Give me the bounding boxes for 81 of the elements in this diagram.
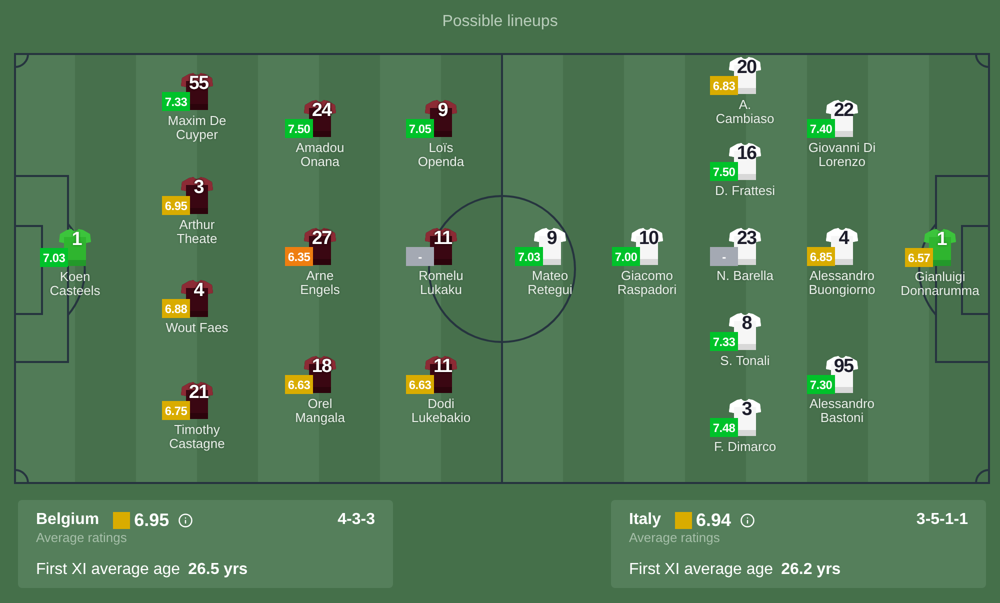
shirt-number: 95 xyxy=(834,359,854,375)
shirt-number: 24 xyxy=(312,103,332,119)
rating-badge: 7.40 xyxy=(807,119,835,138)
shirt-number: 4 xyxy=(194,283,204,299)
average-rating: 6.94 xyxy=(696,510,732,530)
shirt-number: 3 xyxy=(742,402,752,418)
title: Possible lineups xyxy=(442,12,558,32)
shirt-number: 11 xyxy=(433,231,452,247)
rating-badge: 7.30 xyxy=(807,375,835,394)
shirt-number: 23 xyxy=(736,231,756,247)
average-rating: 6.95 xyxy=(134,510,170,530)
rating-badge: 7.05 xyxy=(406,119,434,138)
shirt-number: 27 xyxy=(312,231,332,247)
player-name: Alessandro Bastoni xyxy=(808,397,876,425)
rating-badge: 6.63 xyxy=(285,375,313,394)
player-name: Gianluigi Donnarumma xyxy=(900,270,980,298)
rating-badge: 6.75 xyxy=(162,401,190,420)
player-name: Giovanni Di Lorenzo xyxy=(807,141,877,169)
rating-badge: 7.03 xyxy=(40,248,68,267)
shirt-number: 22 xyxy=(834,103,854,119)
player-name: S. Tonali xyxy=(720,354,770,368)
player-name: Maxim De Cuyper xyxy=(166,114,228,142)
age-label: First XI average age xyxy=(36,560,180,580)
age-value: 26.5 yrs xyxy=(188,560,248,580)
player-name: Giacomo Raspadori xyxy=(616,269,678,297)
rating-badge: 7.50 xyxy=(285,119,313,138)
player-name: N. Barella xyxy=(716,269,774,283)
rating-badge: 6.35 xyxy=(285,247,313,266)
player-name: Timothy Castagne xyxy=(168,423,226,451)
player-name: Mateo Retegui xyxy=(526,269,574,297)
shirt-number: 16 xyxy=(736,146,756,162)
shirt-number: 55 xyxy=(188,76,208,92)
team-name: Belgium xyxy=(36,510,100,530)
rating-badge: 6.88 xyxy=(162,299,190,318)
rating-badge: 6.83 xyxy=(710,76,738,95)
rating-caption: Average ratings xyxy=(629,530,720,545)
team-name: Italy xyxy=(629,510,662,530)
team-summary-card xyxy=(611,500,986,588)
age-label: First XI average age xyxy=(629,560,774,580)
shirt-number: 20 xyxy=(736,60,756,76)
rating-badge: 7.33 xyxy=(710,332,738,351)
player-name: Loïs Openda xyxy=(416,141,466,169)
shirt-number: 21 xyxy=(188,385,208,401)
rating-badge: 6.63 xyxy=(406,375,434,394)
shirt-number: 4 xyxy=(838,231,848,247)
shirt-number: 9 xyxy=(546,231,556,247)
rating-badge: 7.33 xyxy=(162,92,190,111)
team-summary-card xyxy=(18,500,393,588)
player-name: Dodi Lukebakio xyxy=(410,397,472,425)
shirt-number: 3 xyxy=(194,180,204,196)
player-name: A. Cambiaso xyxy=(714,98,776,126)
shirt-number: 8 xyxy=(742,316,752,332)
rating-badge: 7.00 xyxy=(612,247,640,266)
rating-badge: 6.85 xyxy=(807,247,835,266)
shirt-number: 1 xyxy=(936,232,946,248)
shirt-number: 18 xyxy=(312,359,332,375)
shirt-number: 11 xyxy=(433,359,452,375)
player-name: Orel Mangala xyxy=(294,397,346,425)
rating-badge: - xyxy=(710,247,738,266)
formation: 3-5-1-1 xyxy=(916,510,968,530)
player-name: Wout Faes xyxy=(166,321,228,335)
rating-badge: 7.03 xyxy=(515,247,543,266)
rating-caption: Average ratings xyxy=(36,530,127,545)
player-name: Arne Engels xyxy=(299,269,341,297)
formation: 4-3-3 xyxy=(338,510,375,530)
player-name: Koen Casteels xyxy=(48,270,102,298)
player-name: Arthur Theate xyxy=(176,218,218,246)
rating-badge: 6.57 xyxy=(905,248,933,267)
shirt-number: 9 xyxy=(438,103,448,119)
age-value: 26.2 yrs xyxy=(781,560,841,580)
shirt-number: 10 xyxy=(638,231,658,247)
rating-badge: 7.48 xyxy=(710,418,738,437)
player-name: D. Frattesi xyxy=(715,184,775,198)
player-name: Amadou Onana xyxy=(294,141,346,169)
rating-badge: 7.50 xyxy=(710,162,738,181)
player-name: F. Dimarco xyxy=(714,440,776,454)
player-name: Alessandro Buongiorno xyxy=(808,269,876,297)
shirt-number: 1 xyxy=(72,232,82,248)
rating-badge: 6.95 xyxy=(162,196,190,215)
rating-badge: - xyxy=(406,247,434,266)
player-name: Romelu Lukaku xyxy=(418,269,464,297)
